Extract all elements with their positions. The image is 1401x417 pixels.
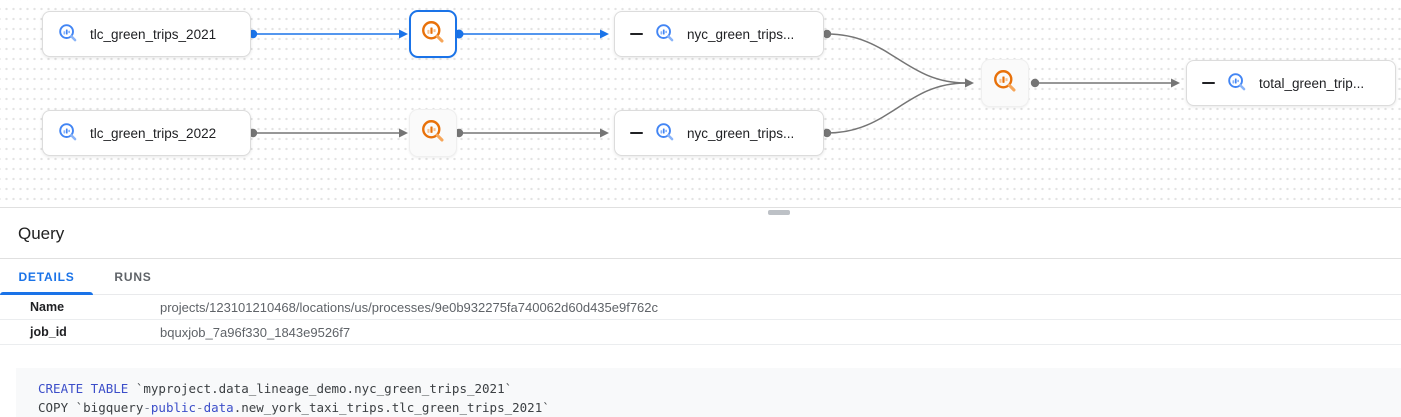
node-total-green-trips[interactable]: total_green_trip... bbox=[1186, 60, 1396, 106]
node-tlc-green-trips-2021[interactable]: tlc_green_trips_2021 bbox=[42, 11, 251, 57]
node-label: nyc_green_trips... bbox=[687, 26, 795, 42]
details-table: Name projects/123101210468/locations/us/… bbox=[0, 295, 1401, 345]
node-nyc-green-trips-2021[interactable]: nyc_green_trips... bbox=[614, 11, 824, 57]
page-title: Query bbox=[18, 224, 65, 243]
node-label: total_green_trip... bbox=[1259, 75, 1365, 91]
tab-details[interactable]: DETAILS bbox=[0, 259, 93, 295]
panel-resize-handle[interactable] bbox=[768, 210, 790, 215]
panel-tabbar: DETAILS RUNS bbox=[0, 258, 1401, 295]
detail-name-label: Name bbox=[30, 300, 65, 314]
query-process-icon bbox=[420, 118, 446, 149]
lineage-canvas[interactable]: tlc_green_trips_2021 tlc_green_trips_202… bbox=[0, 0, 1401, 208]
bigquery-table-icon bbox=[58, 23, 78, 46]
node-label: tlc_green_trips_2022 bbox=[90, 125, 217, 141]
detail-name-value: projects/123101210468/locations/us/proce… bbox=[160, 299, 659, 315]
table-row: Name projects/123101210468/locations/us/… bbox=[0, 295, 1401, 320]
node-tlc-green-trips-2022[interactable]: tlc_green_trips_2022 bbox=[42, 110, 251, 156]
sql-code: CREATE TABLE `myproject.data_lineage_dem… bbox=[16, 368, 1401, 417]
bigquery-table-icon bbox=[1227, 72, 1247, 95]
tab-details-label: DETAILS bbox=[18, 269, 75, 284]
tab-runs-label: RUNS bbox=[114, 269, 152, 284]
tab-runs[interactable]: RUNS bbox=[93, 259, 173, 294]
collapse-icon[interactable] bbox=[1202, 82, 1215, 84]
query-process-icon bbox=[420, 19, 446, 50]
bigquery-table-icon bbox=[655, 23, 675, 46]
node-label: nyc_green_trips... bbox=[687, 125, 795, 141]
node-process-query-3[interactable] bbox=[981, 59, 1029, 107]
collapse-icon[interactable] bbox=[630, 132, 643, 134]
node-label: tlc_green_trips_2021 bbox=[90, 26, 217, 42]
detail-jobid-value: bquxjob_7a96f330_1843e9526f7 bbox=[160, 324, 351, 340]
query-process-icon bbox=[992, 68, 1018, 99]
collapse-icon[interactable] bbox=[630, 33, 643, 35]
detail-jobid-label: job_id bbox=[30, 325, 67, 339]
bigquery-table-icon bbox=[655, 122, 675, 145]
node-nyc-green-trips-2022[interactable]: nyc_green_trips... bbox=[614, 110, 824, 156]
bigquery-table-icon bbox=[58, 122, 78, 145]
node-process-query-2[interactable] bbox=[409, 109, 457, 157]
table-row: job_id bquxjob_7a96f330_1843e9526f7 bbox=[0, 320, 1401, 345]
node-process-query-selected[interactable] bbox=[409, 10, 457, 58]
